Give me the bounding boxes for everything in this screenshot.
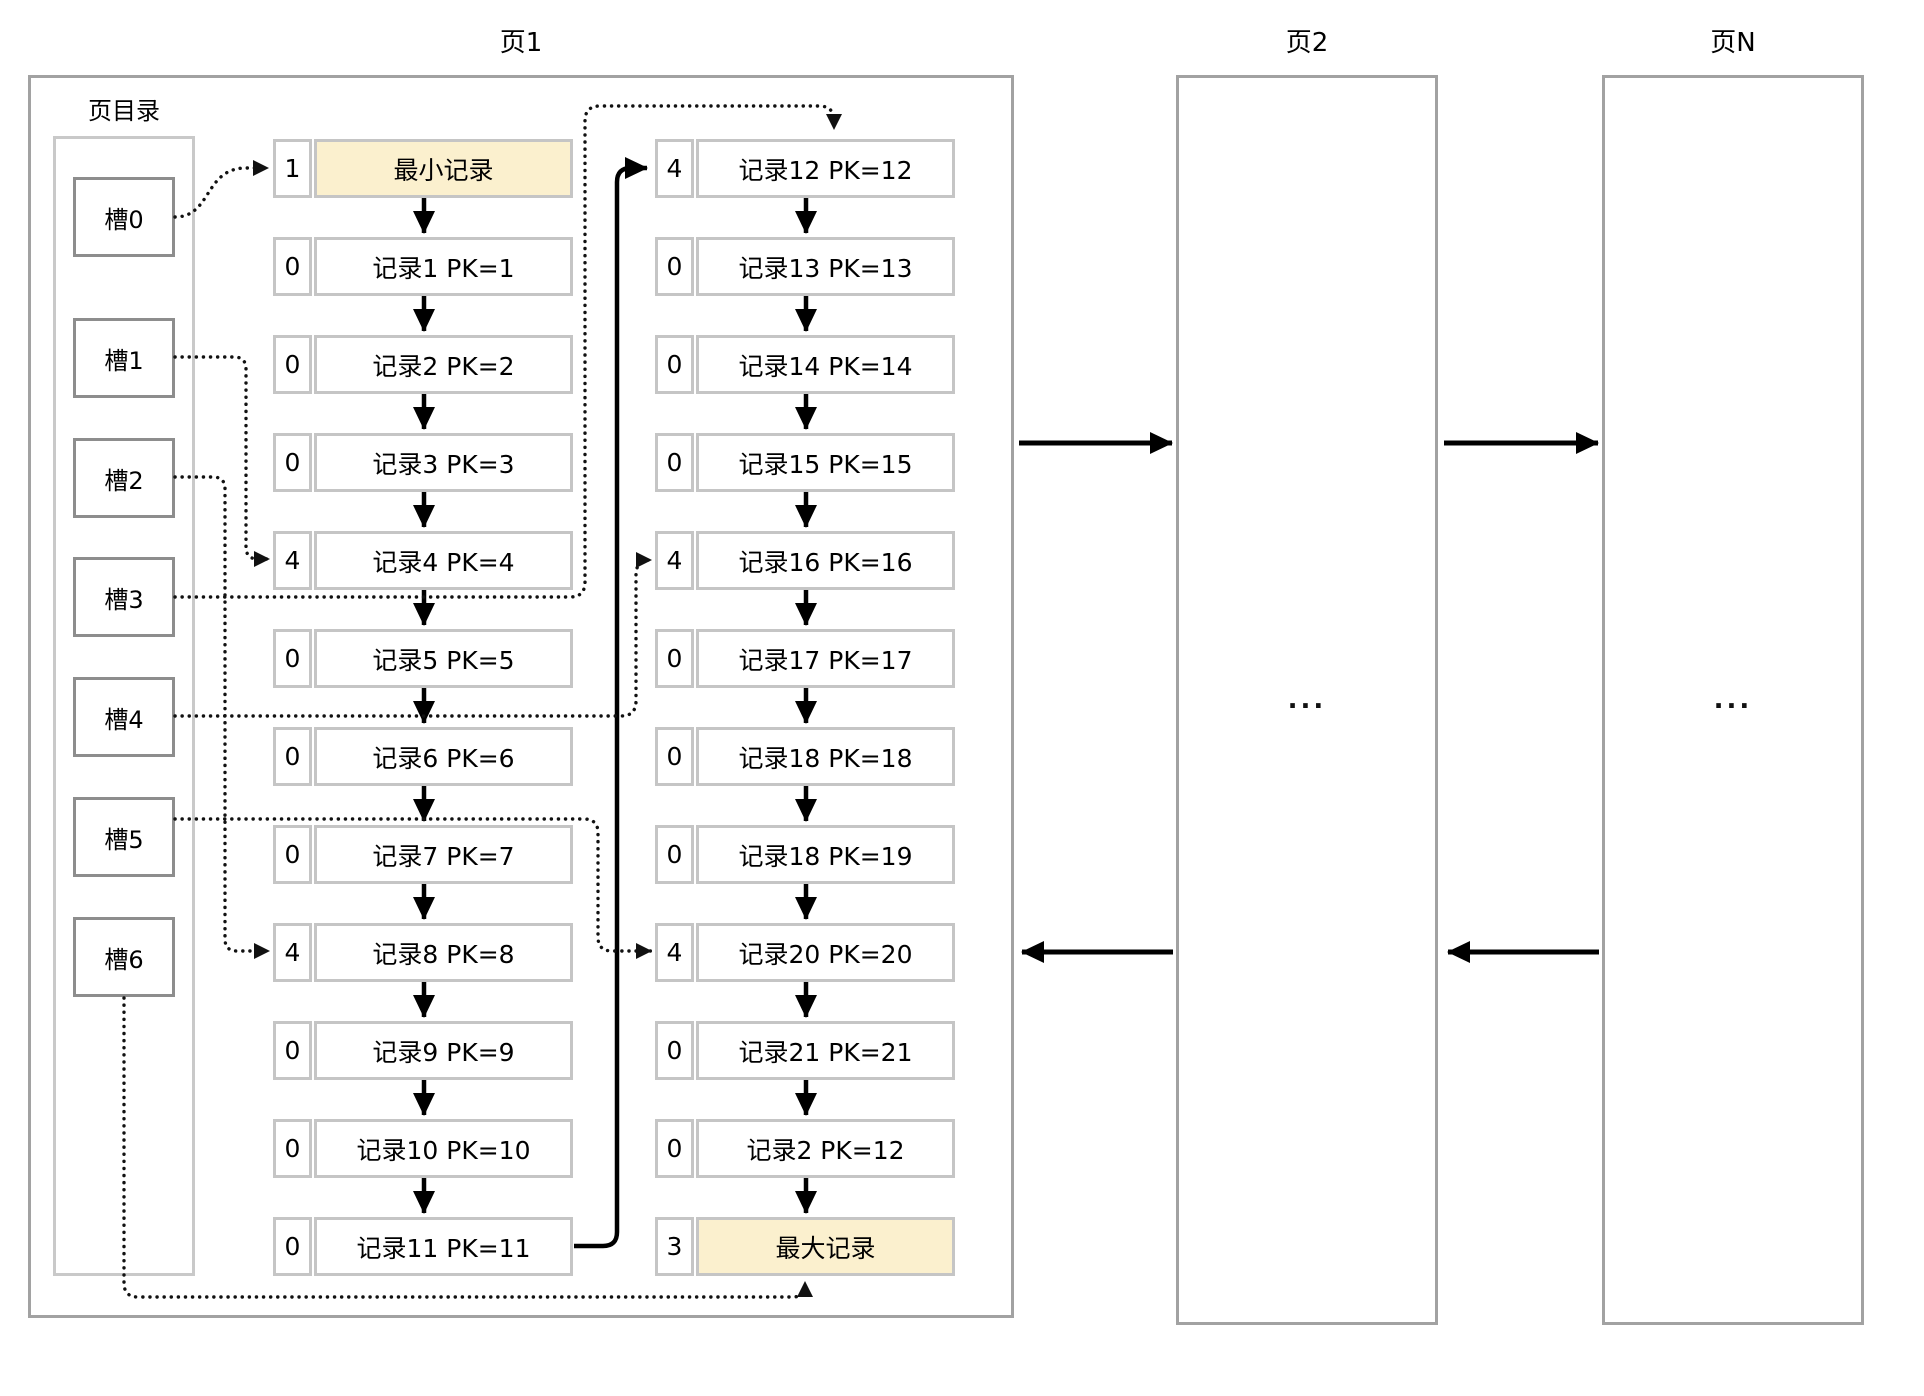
record-owned-count: 0 [273,237,312,296]
page2-title: 页2 [1285,28,1329,58]
record-owned-count: 0 [655,335,694,394]
record-label: 记录15 PK=15 [696,433,955,492]
record-label: 记录18 PK=18 [696,727,955,786]
record-row: 0 记录15 PK=15 [655,433,955,492]
page2-ellipsis: ... [1287,685,1327,715]
record-owned-count: 0 [655,237,694,296]
record-label: 最大记录 [696,1217,955,1276]
record-owned-count: 0 [273,629,312,688]
record-label: 记录14 PK=14 [696,335,955,394]
record-label: 记录20 PK=20 [696,923,955,982]
record-owned-count: 0 [273,335,312,394]
record-row: 0 记录14 PK=14 [655,335,955,394]
record-label: 记录17 PK=17 [696,629,955,688]
record-label: 记录4 PK=4 [314,531,573,590]
record-row: 0 记录3 PK=3 [273,433,573,492]
record-owned-count: 4 [273,923,312,982]
directory-slot-1: 槽1 [73,318,175,398]
record-owned-count: 0 [273,727,312,786]
record-row: 0 记录11 PK=11 [273,1217,573,1276]
directory-slot-0: 槽0 [73,177,175,257]
record-row-min: 1 最小记录 [273,139,573,198]
record-owned-count: 0 [655,727,694,786]
record-row: 0 记录21 PK=21 [655,1021,955,1080]
page-directory-label: 页目录 [88,97,160,125]
record-owned-count: 1 [273,139,312,198]
directory-slot-5: 槽5 [73,797,175,877]
record-owned-count: 0 [655,825,694,884]
record-label: 记录11 PK=11 [314,1217,573,1276]
record-row: 0 记录10 PK=10 [273,1119,573,1178]
record-row: 0 记录18 PK=18 [655,727,955,786]
record-row-max: 3 最大记录 [655,1217,955,1276]
record-row: 0 记录1 PK=1 [273,237,573,296]
record-label: 记录5 PK=5 [314,629,573,688]
page2-box: ... [1176,75,1438,1325]
page1-title: 页1 [499,28,543,58]
record-label: 记录9 PK=9 [314,1021,573,1080]
record-label: 记录1 PK=1 [314,237,573,296]
record-owned-count: 4 [655,531,694,590]
directory-slot-4: 槽4 [73,677,175,757]
pageN-title: 页N [1710,28,1756,58]
record-owned-count: 0 [273,825,312,884]
record-label: 记录2 PK=2 [314,335,573,394]
record-label: 记录3 PK=3 [314,433,573,492]
record-owned-count: 4 [655,139,694,198]
record-owned-count: 0 [655,629,694,688]
directory-slot-2: 槽2 [73,438,175,518]
record-row: 4 记录20 PK=20 [655,923,955,982]
record-label: 记录6 PK=6 [314,727,573,786]
directory-slot-6: 槽6 [73,917,175,997]
record-owned-count: 0 [655,1021,694,1080]
record-label: 最小记录 [314,139,573,198]
record-owned-count: 0 [273,1119,312,1178]
record-label: 记录18 PK=19 [696,825,955,884]
record-row: 0 记录18 PK=19 [655,825,955,884]
record-row: 0 记录17 PK=17 [655,629,955,688]
pageN-box: ... [1602,75,1864,1325]
record-owned-count: 0 [655,1119,694,1178]
record-row: 4 记录12 PK=12 [655,139,955,198]
record-label: 记录16 PK=16 [696,531,955,590]
record-row: 0 记录2 PK=2 [273,335,573,394]
directory-slot-3: 槽3 [73,557,175,637]
record-label: 记录8 PK=8 [314,923,573,982]
record-row: 4 记录4 PK=4 [273,531,573,590]
record-row: 4 记录8 PK=8 [273,923,573,982]
record-row: 0 记录7 PK=7 [273,825,573,884]
record-label: 记录12 PK=12 [696,139,955,198]
record-owned-count: 3 [655,1217,694,1276]
record-row: 0 记录2 PK=12 [655,1119,955,1178]
record-owned-count: 0 [273,1021,312,1080]
record-row: 0 记录9 PK=9 [273,1021,573,1080]
record-label: 记录2 PK=12 [696,1119,955,1178]
record-row: 0 记录13 PK=13 [655,237,955,296]
record-row: 0 记录5 PK=5 [273,629,573,688]
record-owned-count: 4 [273,531,312,590]
record-owned-count: 0 [273,1217,312,1276]
record-label: 记录21 PK=21 [696,1021,955,1080]
record-owned-count: 0 [273,433,312,492]
record-owned-count: 0 [655,433,694,492]
record-label: 记录10 PK=10 [314,1119,573,1178]
record-row: 0 记录6 PK=6 [273,727,573,786]
record-label: 记录13 PK=13 [696,237,955,296]
record-owned-count: 4 [655,923,694,982]
pageN-ellipsis: ... [1713,685,1753,715]
record-label: 记录7 PK=7 [314,825,573,884]
record-row: 4 记录16 PK=16 [655,531,955,590]
